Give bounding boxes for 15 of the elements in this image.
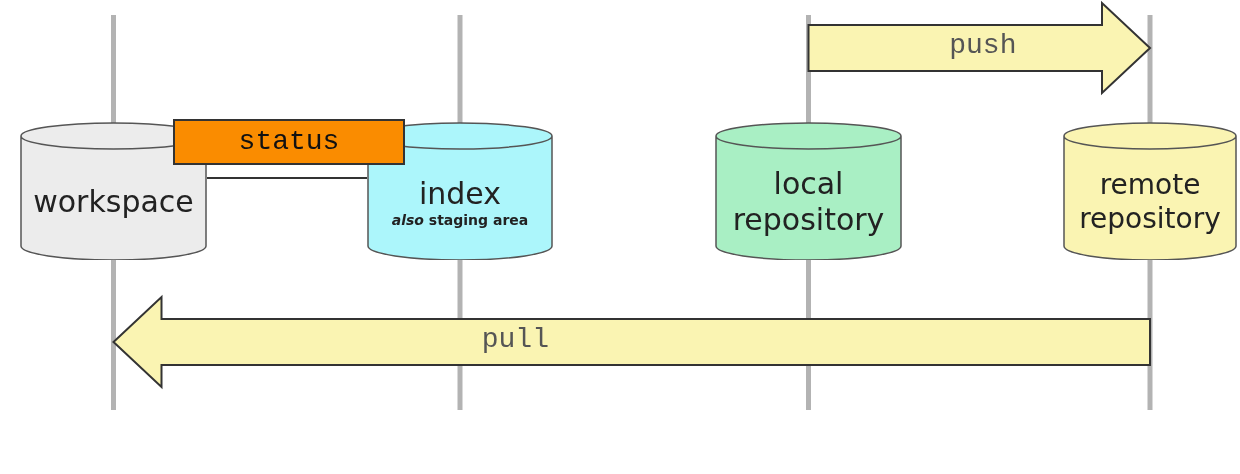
cylinder xyxy=(1063,122,1237,260)
edge-label: push xyxy=(949,30,1017,61)
cylinder xyxy=(20,122,207,260)
edge-label: status xyxy=(173,119,405,165)
edge-label: pull xyxy=(481,324,549,355)
block-arrow xyxy=(112,294,1151,390)
node-subtitle: also staging area xyxy=(391,211,529,229)
node-title: remote repository xyxy=(1078,168,1222,236)
node-title: index xyxy=(417,175,503,212)
node-title: workspace xyxy=(33,184,194,220)
cylinder xyxy=(715,122,902,260)
block-arrow xyxy=(807,0,1152,96)
connector xyxy=(206,177,368,179)
node-title: local repository xyxy=(731,166,886,238)
cylinder xyxy=(367,122,553,260)
